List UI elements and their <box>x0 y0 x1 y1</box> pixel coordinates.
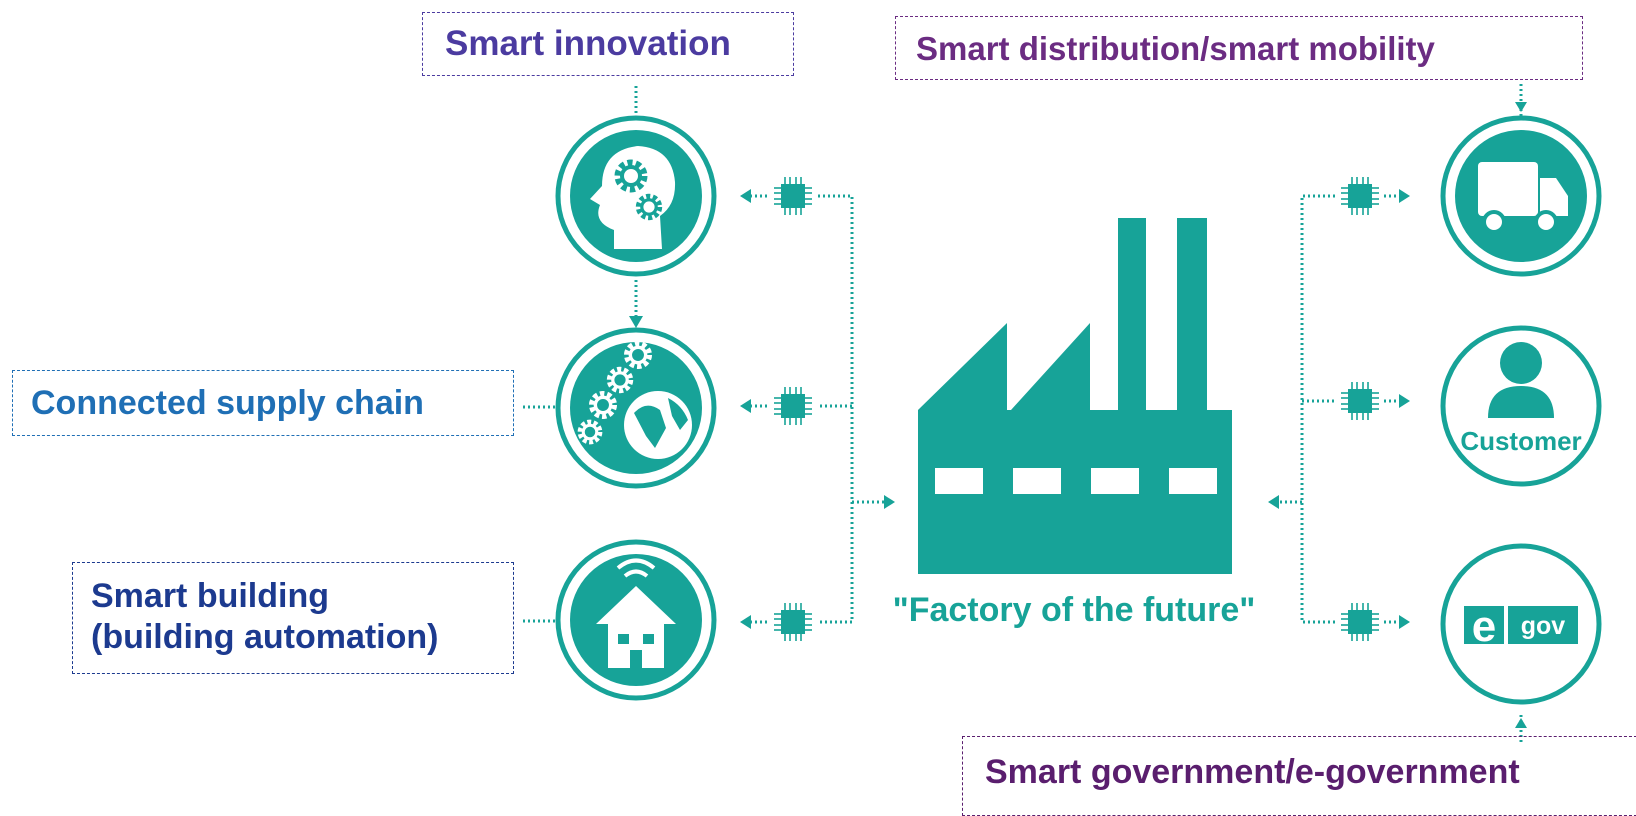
customer-node: Customer <box>1440 325 1602 487</box>
smart-building-line-2: (building automation) <box>91 617 439 656</box>
innovation-node <box>555 115 717 277</box>
chip-icon <box>773 602 813 642</box>
smart-distribution-label: Smart distribution/smart mobility <box>895 16 1583 80</box>
distribution-node <box>1440 115 1602 277</box>
globe-gears-icon <box>580 344 692 459</box>
factory-caption: "Factory of the future" <box>893 591 1256 629</box>
egov-icon-text: gov <box>1521 612 1566 640</box>
building-node <box>555 539 717 701</box>
truck-icon <box>1478 162 1568 234</box>
customer-icon-text: Customer <box>1460 426 1581 456</box>
factory-network-diagram: "Factory of the future" <box>523 84 1602 742</box>
chip-icon <box>1340 602 1380 642</box>
supply-node <box>555 327 717 489</box>
person-icon <box>1488 342 1554 418</box>
factory-icon <box>918 218 1232 574</box>
chip-icon <box>1340 381 1380 421</box>
smart-building-label: Smart building (building automation) <box>72 562 514 674</box>
connected-supply-chain-label: Connected supply chain <box>12 370 514 436</box>
chip-icon <box>1340 176 1380 216</box>
svg-text:e: e <box>1472 602 1496 651</box>
government-node: e gov <box>1440 543 1602 705</box>
chip-icon <box>773 176 813 216</box>
egov-icon: e gov <box>1464 602 1578 651</box>
smart-innovation-label: Smart innovation <box>422 12 794 76</box>
chip-icon <box>773 386 813 426</box>
smart-building-line-1: Smart building <box>91 577 329 615</box>
connector-lines <box>523 84 1523 742</box>
smart-home-icon <box>596 558 676 668</box>
head-gears-icon <box>590 146 676 249</box>
smart-government-label: Smart government/e-government <box>962 736 1636 816</box>
